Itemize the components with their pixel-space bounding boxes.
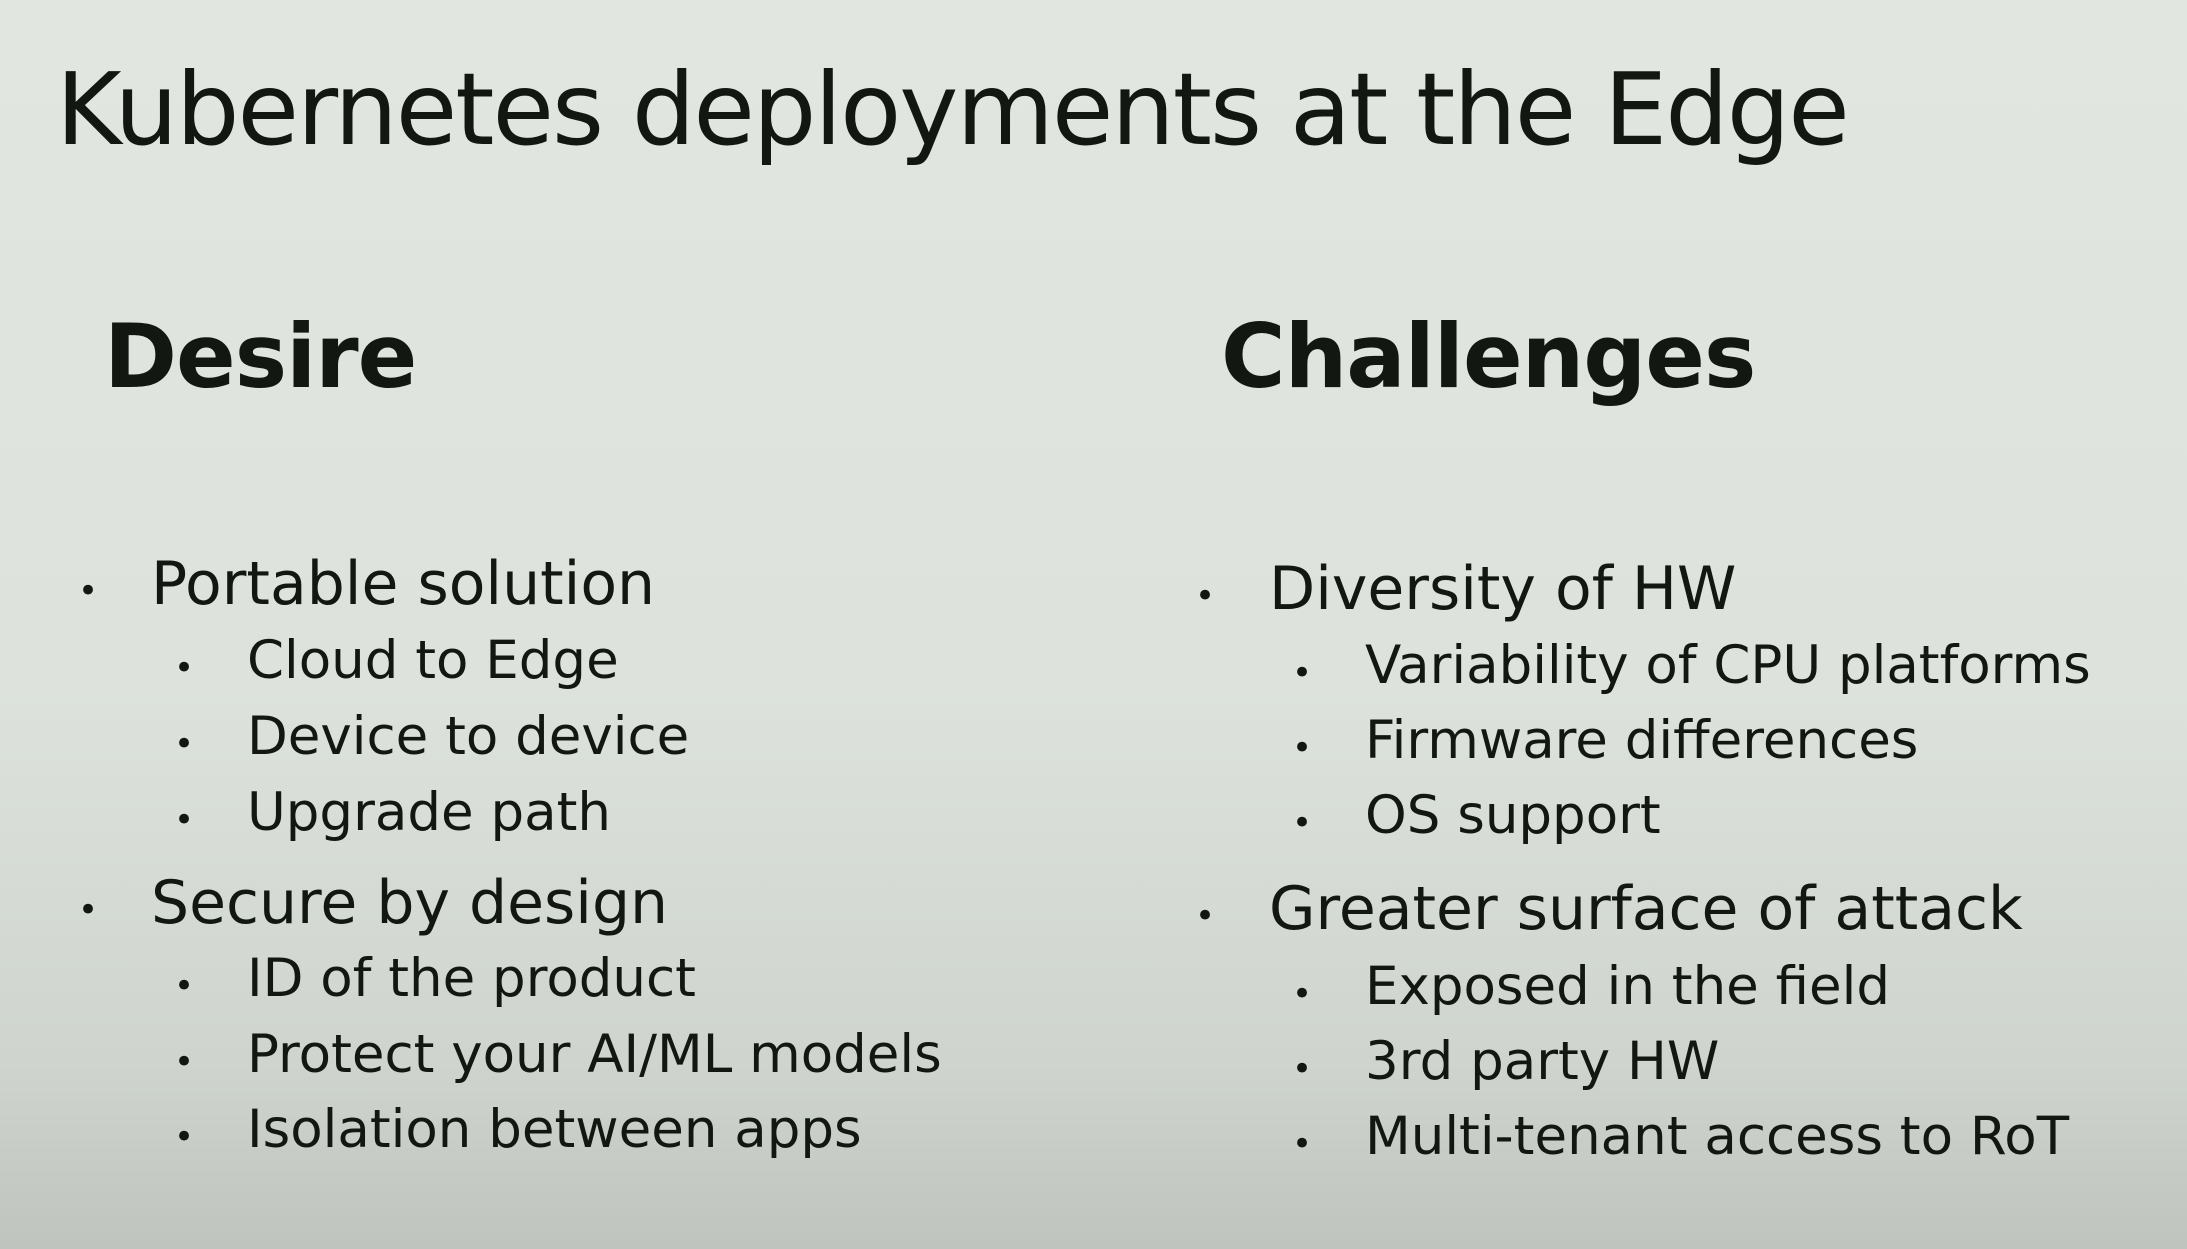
sub-list-item: Device to device [247,706,690,767]
bullet-icon: • [174,648,195,688]
bullet-icon: • [1292,1124,1313,1164]
sub-list-item: Firmware differences [1365,710,1919,771]
bullet-icon: • [78,571,99,611]
sub-list-item: Variability of CPU platforms [1365,635,2091,696]
sub-list-item: ID of the product [247,948,696,1009]
bullet-icon: • [78,890,99,930]
list-item: Secure by design [151,868,669,938]
bullet-icon: • [1195,896,1216,936]
bullet-icon: • [1292,974,1313,1014]
bullet-icon: • [1292,728,1313,768]
bullet-icon: • [1292,803,1313,843]
bullet-icon: • [1292,653,1313,693]
sub-list-item: Cloud to Edge [247,630,619,691]
sub-list-item: Multi-tenant access to RoT [1365,1106,2070,1167]
sub-list-item: OS support [1365,785,1661,846]
list-item: Portable solution [151,549,656,619]
bullet-icon: • [174,800,195,840]
bullet-icon: • [174,1042,195,1082]
bullet-icon: • [174,966,195,1006]
bullet-icon: • [1292,1049,1313,1089]
sub-list-item: Upgrade path [247,782,611,843]
bullet-icon: • [1195,576,1216,616]
bullet-icon: • [174,724,195,764]
list-item: Diversity of HW [1269,554,1737,624]
sub-list-item: Protect your AI/ML models [247,1024,942,1085]
slide-title: Kubernetes deployments at the Edge [56,51,1850,168]
list-item: Greater surface of attack [1269,874,2023,944]
sub-list-item: Isolation between apps [247,1099,862,1160]
sub-list-item: Exposed in the field [1365,956,1890,1017]
column-heading: Desire [104,305,417,408]
bullet-icon: • [174,1117,195,1157]
column-heading: Challenges [1221,305,1756,408]
sub-list-item: 3rd party HW [1365,1031,1720,1092]
